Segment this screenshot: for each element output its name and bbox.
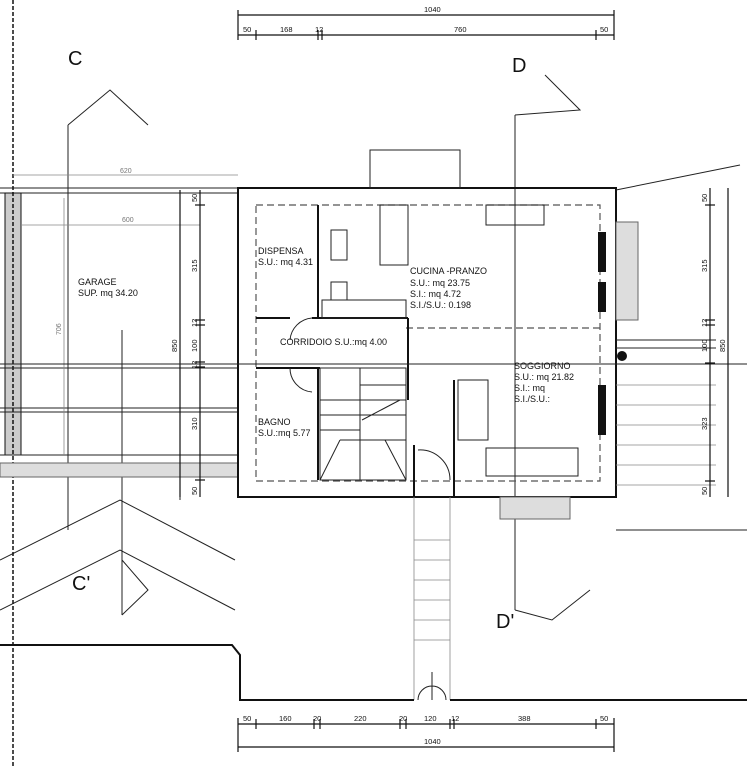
dim-right-4: 100 [700, 339, 709, 352]
dim-garage-inner: 600 [122, 217, 134, 224]
room-label-corridoio: CORRIDOIO S.U.:mq 4.00 [280, 337, 387, 347]
dim-bottom-6: 120 [424, 714, 437, 723]
dim-left-2: 315 [190, 259, 199, 272]
dim-left-1: 50 [190, 194, 199, 202]
right-dimensions: 50 315 12 100 323 50 850 [700, 188, 729, 497]
dim-left-5: 12 [190, 361, 199, 369]
dim-right-5: 323 [700, 417, 709, 430]
room-label-bagno: BAGNO [258, 417, 291, 427]
dim-left-3: 12 [190, 319, 199, 327]
dim-bottom-total: 1040 [424, 737, 441, 746]
dim-left-7: 50 [190, 487, 199, 495]
room-label-dispensa: DISPENSA [258, 246, 304, 256]
garage: 620 600 706 GARAGE SUP. mq 34.20 [0, 0, 239, 768]
dim-bottom-8: 388 [518, 714, 531, 723]
left-dimensions: 50 315 12 100 12 310 50 850 [170, 190, 205, 497]
dim-right-6: 50 [700, 487, 709, 495]
dim-bottom-2: 160 [279, 714, 292, 723]
section-label-d-top: D [512, 55, 526, 77]
dim-garage-outer: 620 [120, 168, 132, 175]
dim-right-total: 850 [718, 339, 727, 352]
dim-top-1: 50 [243, 25, 251, 34]
dim-top-2: 168 [280, 25, 293, 34]
dim-bottom-9: 50 [600, 714, 608, 723]
room-area-garage: SUP. mq 34.20 [78, 288, 138, 298]
dim-right-1: 50 [700, 194, 709, 202]
room-si-cucina: S.I.: mq 4.72 [410, 289, 461, 299]
house [0, 149, 747, 701]
section-label-c-bottom: C' [72, 573, 90, 595]
bottom-dimensions: 50 160 20 220 20 120 12 388 50 1040 [237, 714, 615, 752]
dim-bottom-5: 20 [399, 714, 407, 723]
dim-bottom-3: 20 [313, 714, 321, 723]
dim-left-4: 100 [190, 339, 199, 352]
dim-left-6: 310 [190, 417, 199, 430]
room-ratio-soggiorno: S.I./S.U.: [514, 394, 550, 404]
dim-bottom-4: 220 [354, 714, 367, 723]
room-su-soggiorno: S.U.: mq 21.82 [514, 372, 574, 382]
room-area-dispensa: S.U.: mq 4.31 [258, 257, 313, 267]
dim-top-total: 1040 [424, 5, 441, 14]
top-dimensions: 1040 50 168 12 760 50 [237, 5, 615, 40]
section-label-c-top: C [68, 48, 82, 70]
dim-bottom-1: 50 [243, 714, 251, 723]
dim-right-2: 315 [700, 259, 709, 272]
room-label-garage: GARAGE [78, 277, 117, 287]
dim-left-total: 850 [170, 339, 179, 352]
dim-top-4: 760 [454, 25, 467, 34]
dim-garage-depth: 706 [56, 323, 63, 335]
dim-top-5: 50 [600, 25, 608, 34]
room-label-soggiorno: SOGGIORNO [514, 361, 571, 371]
section-label-d-bottom: D' [496, 611, 514, 633]
room-ratio-cucina: S.I./S.U.: 0.198 [410, 300, 471, 310]
dim-bottom-7: 12 [451, 714, 459, 723]
room-su-cucina: S.U.: mq 23.75 [410, 278, 470, 288]
dim-right-3: 12 [700, 319, 709, 327]
room-si-soggiorno: S.I.: mq [514, 383, 545, 393]
room-label-cucina: CUCINA -PRANZO [410, 266, 487, 276]
room-labels: DISPENSA S.U.: mq 4.31 CUCINA -PRANZO S.… [258, 246, 574, 438]
dim-top-3: 12 [315, 25, 323, 34]
room-area-bagno: S.U.:mq 5.77 [258, 428, 311, 438]
